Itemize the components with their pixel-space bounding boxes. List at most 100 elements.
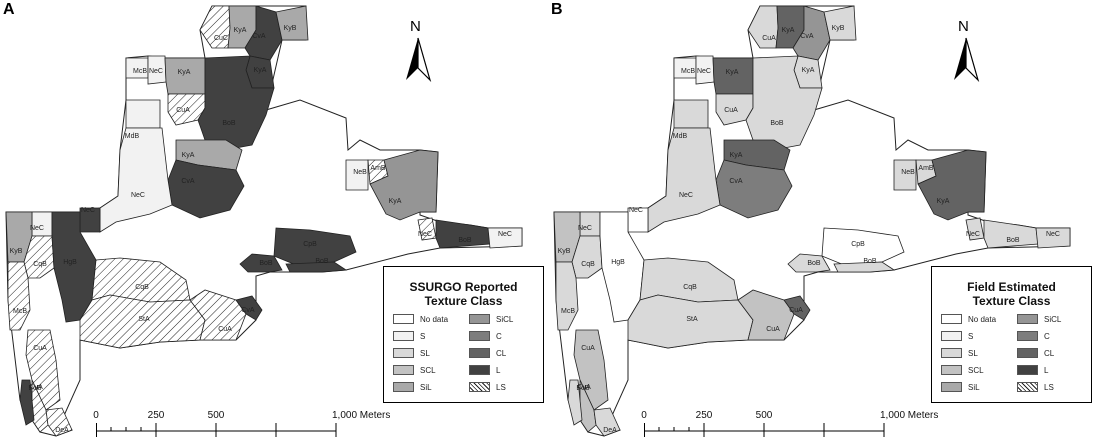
soil-unit-polygon <box>745 55 823 149</box>
soil-unit-label: MdB <box>673 133 688 140</box>
north-arrow: N <box>398 18 438 83</box>
legend-swatch <box>941 348 962 358</box>
soil-unit-polygon <box>917 149 987 221</box>
legend-swatch <box>1017 331 1038 341</box>
legend-swatch <box>393 348 414 358</box>
soil-unit-polygon <box>573 329 609 411</box>
north-letter: N <box>410 18 421 35</box>
soil-unit-label: CuA <box>581 345 595 352</box>
scale-tick-label: 0 <box>641 410 647 421</box>
soil-unit-label: NeC <box>578 225 592 232</box>
soil-unit-label: AmB <box>370 165 386 172</box>
scale-bar-graphic <box>96 423 337 437</box>
legend-item: SCL <box>941 364 984 376</box>
legend-item: SiL <box>941 381 980 393</box>
soil-unit-polygon <box>285 261 348 273</box>
soil-unit-label: CuA <box>766 326 780 333</box>
soil-unit-label: KyA <box>234 27 247 34</box>
north-arrow-icon <box>954 37 980 83</box>
legend-label: SiCL <box>496 314 514 324</box>
soil-unit-label: BoB <box>28 385 42 392</box>
legend-swatch <box>941 331 962 341</box>
soil-unit-label: BoB <box>315 258 329 265</box>
soil-unit-label: BoB <box>807 260 821 267</box>
soil-unit-label: KyB <box>10 248 23 255</box>
soil-unit-label: BoB <box>576 385 590 392</box>
soil-unit-polygon <box>31 211 53 237</box>
soil-unit-polygon <box>147 55 167 85</box>
scale-units-label: 1,000 Meters <box>880 410 939 421</box>
north-arrow: N <box>946 18 986 83</box>
soil-unit-label: NeC <box>697 68 711 75</box>
legend-label: SCL <box>420 365 436 375</box>
legend-item: No data <box>941 313 996 325</box>
legend-swatch <box>393 331 414 341</box>
soil-unit-label: McB <box>13 308 27 315</box>
legend-label: CL <box>496 348 507 358</box>
soil-unit-label: BoB <box>1006 237 1020 244</box>
legend-item: CL <box>1017 347 1054 359</box>
soil-unit-label: KyA <box>254 67 267 74</box>
legend-swatch <box>941 382 962 392</box>
soil-unit-label: KyA <box>782 27 795 34</box>
legend-label: No data <box>420 314 449 324</box>
soil-unit-polygon <box>695 55 715 85</box>
soil-unit-polygon <box>821 227 905 266</box>
soil-unit-label: CuA <box>33 345 47 352</box>
legend-label: C <box>496 331 502 341</box>
soil-unit-polygon <box>833 261 896 273</box>
soil-unit-polygon <box>7 261 31 331</box>
soil-unit-label: NeC <box>629 207 643 214</box>
legend-item: CL <box>469 347 506 359</box>
legend-item: S <box>941 330 973 342</box>
soil-unit-label: BoB <box>770 120 784 127</box>
soil-unit-label: NeC <box>81 207 95 214</box>
soil-unit-label: McB <box>681 68 695 75</box>
legend-title-line: Texture Class <box>424 294 503 308</box>
legend-item: L <box>469 364 500 376</box>
soil-unit-label: NeC <box>131 192 145 199</box>
legend-item: SCL <box>393 364 436 376</box>
scale-tick-label: 500 <box>207 410 225 421</box>
legend-item: SiL <box>393 381 432 393</box>
soil-unit-polygon <box>712 57 754 95</box>
soil-unit-polygon <box>579 211 601 237</box>
north-letter: N <box>958 18 969 35</box>
soil-unit-label: NeC <box>966 231 980 238</box>
soil-unit-label: NeC <box>418 231 432 238</box>
soil-unit-label: DeA <box>603 427 617 434</box>
soil-unit-label: StA <box>686 316 698 323</box>
soil-unit-label: NeC <box>149 68 163 75</box>
legend-title-line: SSURGO Reported <box>409 280 518 294</box>
scale-tick-label: 250 <box>695 410 713 421</box>
soil-unit-polygon <box>555 261 579 331</box>
soil-unit-label: CuA <box>218 326 232 333</box>
soil-unit-polygon <box>239 253 283 273</box>
soil-unit-label: CpB <box>303 241 317 248</box>
legend-swatch <box>1017 382 1038 392</box>
soil-unit-label: NeB <box>353 169 367 176</box>
legend-swatch <box>393 365 414 375</box>
soil-unit-polygon <box>893 159 917 191</box>
legend-swatch <box>469 331 490 341</box>
soil-unit-polygon <box>45 407 73 437</box>
soil-unit-label: CuC <box>214 35 228 42</box>
legend-title: SSURGO Reported Texture Class <box>384 280 543 308</box>
legend-item: No data <box>393 313 448 325</box>
soil-unit-polygon <box>787 253 831 273</box>
soil-unit-label: NeC <box>498 231 512 238</box>
soil-unit-label: BoB <box>259 260 273 267</box>
soil-unit-label: KyA <box>730 152 743 159</box>
soil-unit-label: KyA <box>182 152 195 159</box>
soil-unit-label: CuA <box>577 384 591 391</box>
north-arrow-icon <box>406 37 432 83</box>
legend-title: Field Estimated Texture Class <box>932 280 1091 308</box>
soil-unit-polygon <box>235 295 263 321</box>
soil-unit-label: NeC <box>1046 231 1060 238</box>
legend-swatch <box>941 314 962 324</box>
